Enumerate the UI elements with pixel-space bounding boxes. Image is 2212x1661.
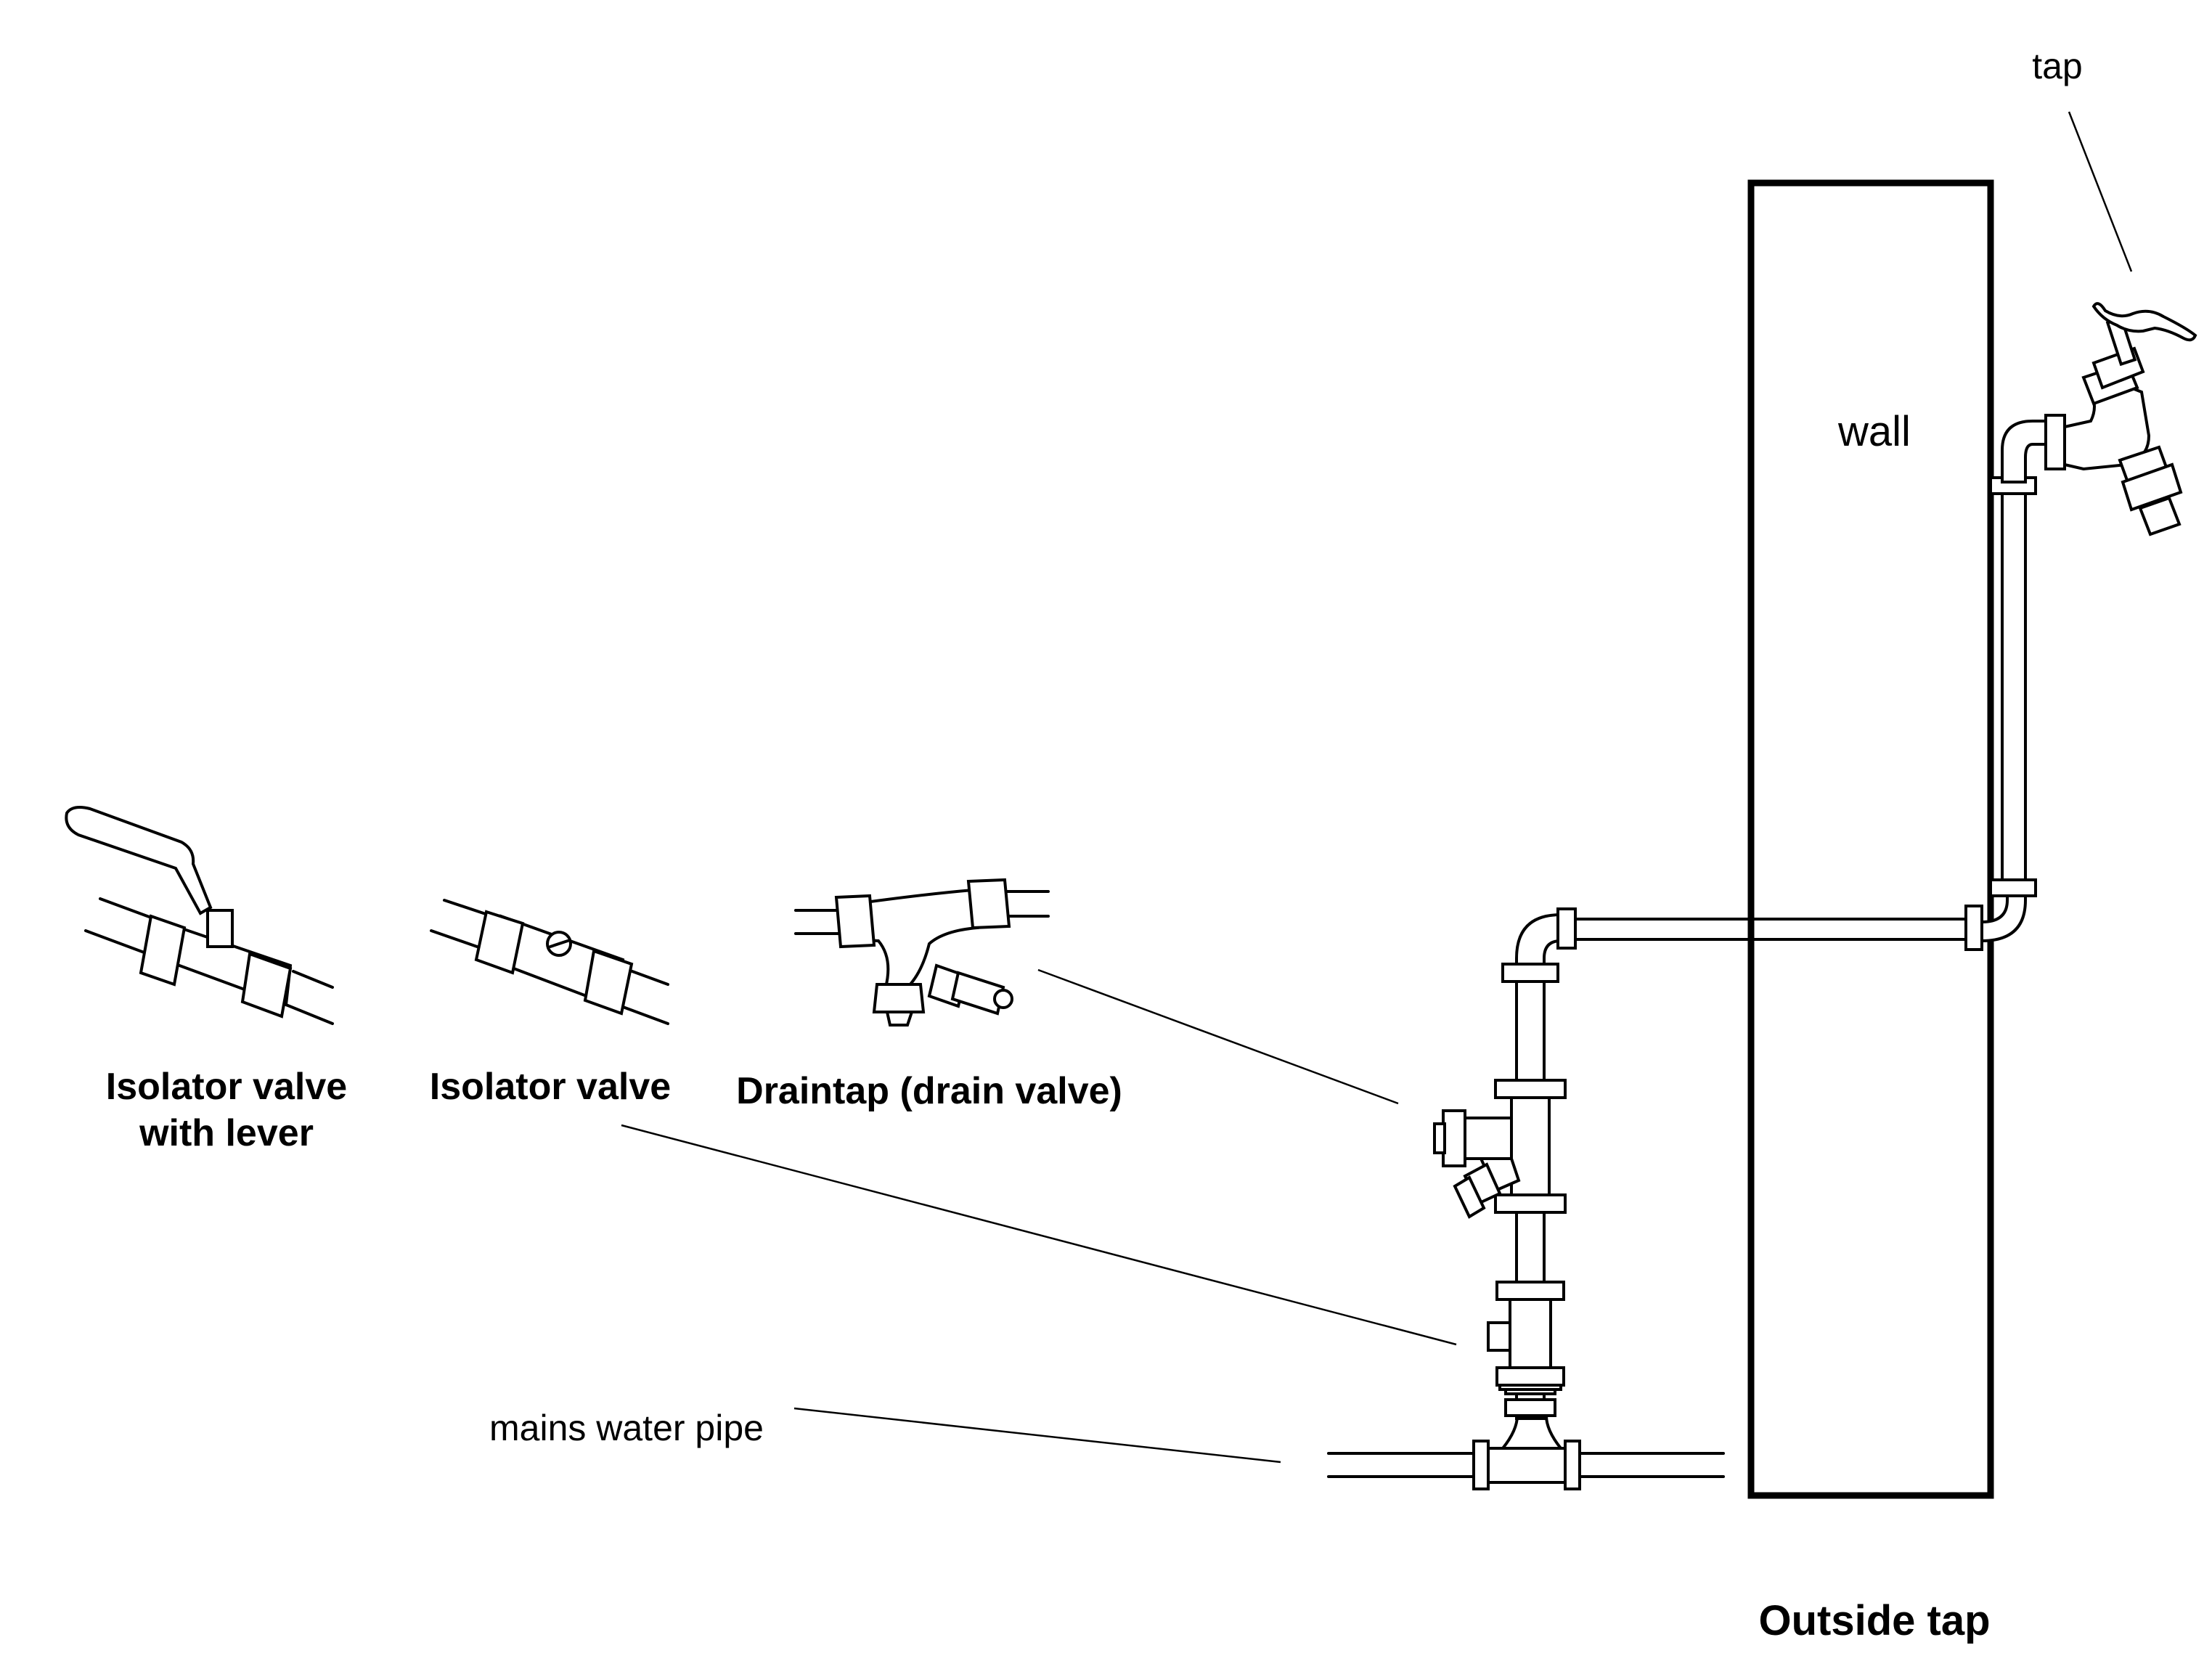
caption-outside-tap: Outside tap [1758,1597,1990,1644]
leader-mains-pipe [793,1407,1281,1464]
label-draintap: Draintap (drain valve) [736,1070,1122,1112]
leader-tap [2068,111,2133,272]
tap-riser-pipe [1989,414,2066,897]
outside-tap-icon [2063,302,2197,536]
riser-draintap [1433,1079,1567,1219]
label-isolator-valve-with-lever-line2: with lever [139,1112,314,1154]
wall-block [1747,179,1994,1499]
label-isolator-valve: Isolator valve [430,1066,671,1108]
through-wall-pipe [1501,891,2027,983]
label-tap: tap [2032,46,2083,86]
mains-water-pipe [1327,1414,1725,1490]
label-wall: wall [1837,408,1911,455]
label-mains-water-pipe: mains water pipe [489,1408,764,1448]
draintap-icon [794,878,1050,1027]
leader-isolator-valve [621,1124,1457,1346]
label-isolator-valve-with-lever-line1: Isolator valve [106,1066,347,1108]
leader-draintap [1037,968,1399,1105]
lever-isolator-valve-icon [65,806,334,1025]
isolator-valve-icon [430,899,669,1025]
riser-isolator-valve [1487,1281,1565,1387]
